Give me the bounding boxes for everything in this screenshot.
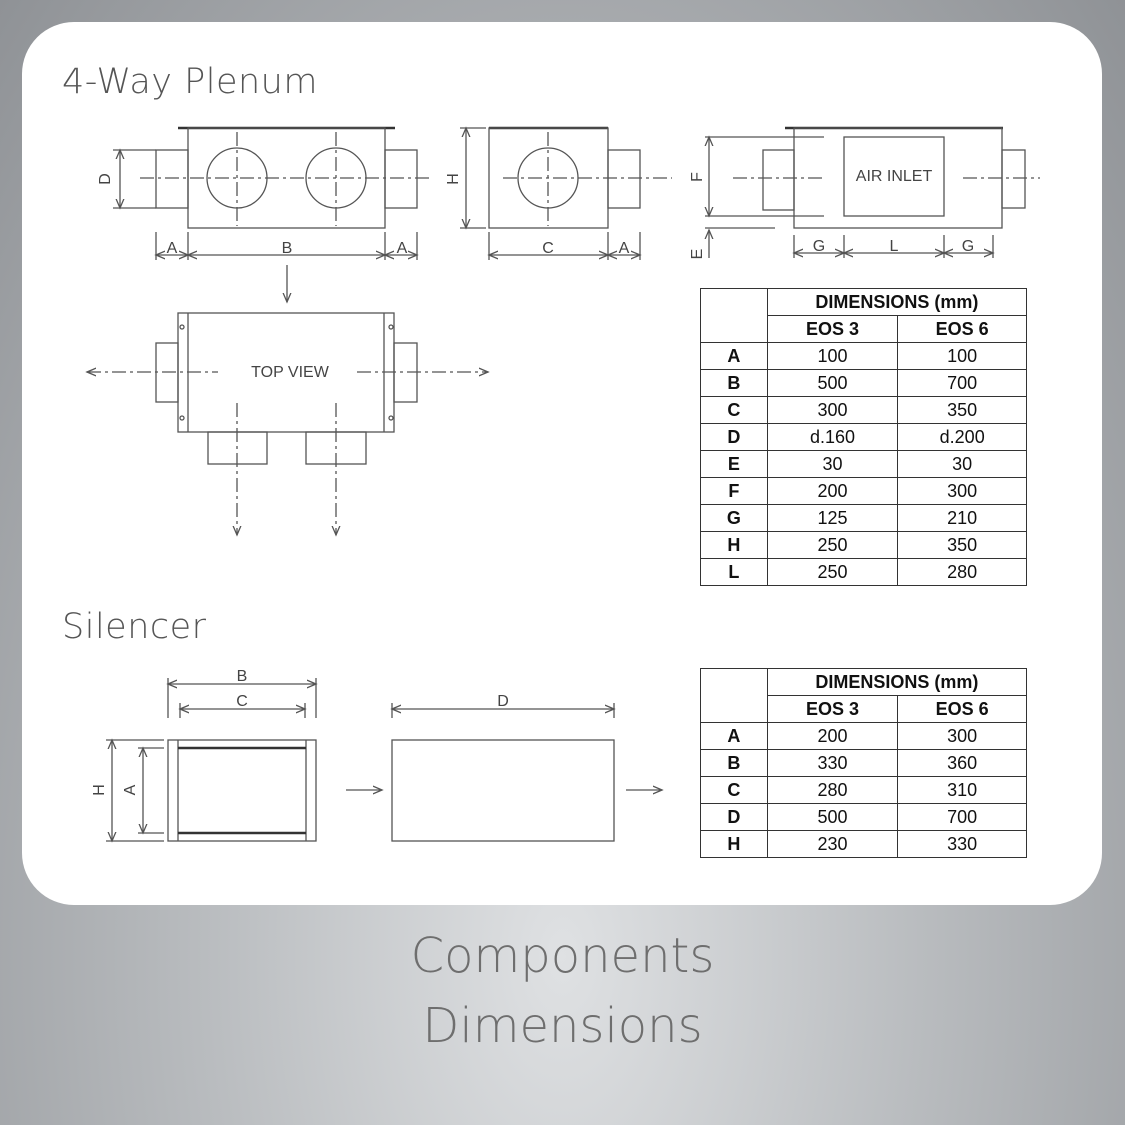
dim-label-a: A	[167, 240, 178, 257]
cell-eos6: d.200	[897, 423, 1027, 451]
dim-label-l: L	[890, 238, 899, 255]
row-key: C	[700, 776, 768, 804]
cell-eos3: d.160	[766, 423, 899, 451]
cell-eos6: 310	[897, 776, 1027, 804]
row-key: A	[700, 342, 768, 370]
column-header: EOS 6	[897, 695, 1027, 723]
column-header: EOS 6	[897, 315, 1027, 343]
cell-eos6: 280	[897, 558, 1027, 586]
row-key: D	[700, 803, 768, 831]
dim-label-g: G	[962, 238, 974, 255]
cell-eos6: 30	[897, 450, 1027, 478]
cell-eos3: 125	[766, 504, 899, 532]
corner-cell	[700, 288, 768, 343]
cell-eos6: 210	[897, 504, 1027, 532]
silencer-side-view: D	[346, 693, 662, 842]
cell-eos6: 360	[897, 749, 1027, 777]
cell-eos3: 500	[766, 803, 899, 831]
dim-label-d: D	[497, 693, 509, 710]
row-key: B	[700, 749, 768, 777]
column-header: EOS 3	[766, 315, 899, 343]
table-header: DIMENSIONS (mm)	[766, 288, 1028, 316]
cell-eos3: 200	[766, 722, 899, 750]
dim-label-b: B	[237, 668, 248, 685]
plenum-front-view: D A B A	[97, 126, 432, 302]
plenum-side-view: H C A	[445, 128, 672, 260]
cell-eos6: 700	[897, 369, 1027, 397]
dim-label-a: A	[619, 240, 630, 257]
plenum-inlet-view: AIR INLET F E G L G	[689, 126, 1040, 260]
cell-eos3: 300	[766, 396, 899, 424]
cell-eos3: 100	[766, 342, 899, 370]
top-view-label: TOP VIEW	[251, 364, 330, 381]
column-header: EOS 3	[766, 695, 899, 723]
row-key: H	[700, 531, 768, 559]
cell-eos6: 300	[897, 722, 1027, 750]
cell-eos3: 280	[766, 776, 899, 804]
dim-label-c: C	[542, 240, 554, 257]
cell-eos6: 350	[897, 396, 1027, 424]
dim-label-g: G	[813, 238, 825, 255]
row-key: L	[700, 558, 768, 586]
footer-line-2: Dimensions	[422, 998, 703, 1054]
cell-eos3: 330	[766, 749, 899, 777]
dim-label-f: F	[689, 172, 706, 182]
dim-label-d: D	[97, 173, 114, 185]
dim-label-b: B	[282, 240, 293, 257]
cell-eos6: 100	[897, 342, 1027, 370]
dim-label-h: H	[91, 784, 108, 796]
cell-eos6: 330	[897, 830, 1027, 858]
cell-eos6: 300	[897, 477, 1027, 505]
silencer-front-view: B C H A	[91, 668, 316, 841]
row-key: H	[700, 830, 768, 858]
dim-label-a: A	[397, 240, 408, 257]
cell-eos3: 250	[766, 558, 899, 586]
cell-eos3: 200	[766, 477, 899, 505]
row-key: C	[700, 396, 768, 424]
plenum-top-view: TOP VIEW	[87, 312, 488, 535]
row-key: A	[700, 722, 768, 750]
cell-eos3: 500	[766, 369, 899, 397]
corner-cell	[700, 668, 768, 723]
silencer-title: Silencer	[62, 607, 207, 647]
plenum-title: 4-Way Plenum	[62, 62, 318, 102]
row-key: E	[700, 450, 768, 478]
footer-line-1: Components	[410, 928, 715, 984]
row-key: G	[700, 504, 768, 532]
dim-label-c: C	[236, 693, 248, 710]
cell-eos3: 230	[766, 830, 899, 858]
cell-eos3: 250	[766, 531, 899, 559]
dim-label-h: H	[445, 173, 462, 185]
table-header: DIMENSIONS (mm)	[766, 668, 1028, 696]
cell-eos3: 30	[766, 450, 899, 478]
cell-eos6: 350	[897, 531, 1027, 559]
dim-label-a: A	[122, 784, 139, 795]
row-key: F	[700, 477, 768, 505]
cell-eos6: 700	[897, 803, 1027, 831]
row-key: B	[700, 369, 768, 397]
dim-label-e: E	[689, 249, 706, 260]
air-inlet-label: AIR INLET	[856, 168, 933, 185]
row-key: D	[700, 423, 768, 451]
